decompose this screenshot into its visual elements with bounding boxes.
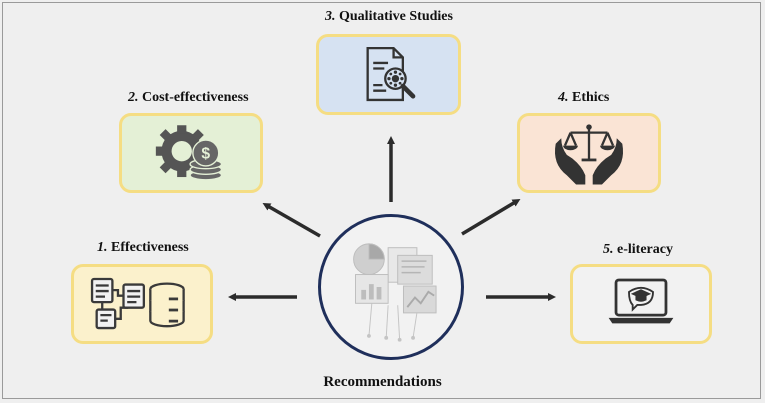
svg-text:$: $ (201, 146, 210, 163)
flowchart-database-icon (90, 277, 185, 330)
recommendations-circle (318, 214, 464, 360)
ethics-text: Ethics (572, 90, 610, 105)
effectiveness-box (71, 264, 213, 344)
hands-scales-icon (554, 124, 624, 185)
recommendations-title: Recommendations (323, 374, 442, 390)
laptop-graduation-icon (608, 278, 674, 324)
e-literacy-number: 5. (603, 242, 614, 257)
ethics-number: 4. (558, 90, 569, 105)
gear-coins-icon: $ (155, 125, 223, 181)
qualitative-studies-box (316, 34, 461, 115)
e-literacy-text: e-literacy (617, 242, 673, 257)
qualitative-studies-label: 3. Qualitative Studies (325, 9, 453, 25)
e-literacy-box (570, 264, 712, 344)
ethics-label: 4. Ethics (558, 90, 609, 106)
cost-effectiveness-text: Cost-effectiveness (142, 90, 249, 105)
effectiveness-number: 1. (97, 240, 108, 255)
charts-analytics-icon (353, 243, 437, 342)
cost-effectiveness-number: 2. (128, 90, 139, 105)
e-literacy-label: 5. e-literacy (603, 242, 673, 258)
effectiveness-label: 1. Effectiveness (97, 240, 189, 256)
qualitative-studies-text: Qualitative Studies (339, 9, 453, 24)
qualitative-studies-number: 3. (325, 9, 336, 24)
cost-effectiveness-label: 2. Cost-effectiveness (128, 90, 249, 106)
cost-effectiveness-box: $ (119, 113, 263, 193)
diagram-frame (2, 2, 761, 399)
effectiveness-text: Effectiveness (111, 240, 189, 255)
document-search-icon (366, 46, 416, 102)
ethics-box (517, 113, 661, 193)
